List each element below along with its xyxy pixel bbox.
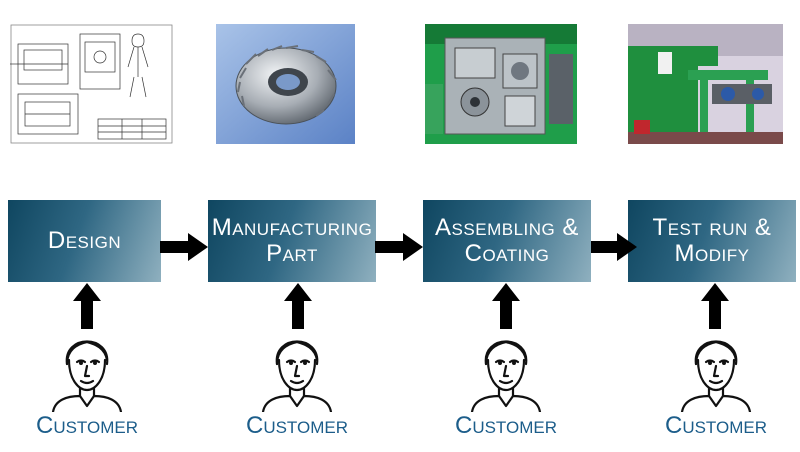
arrow-right-icon [375,233,423,261]
machine-test-run-photo [628,24,783,144]
machine-assembly-photo [425,24,577,144]
arrow-right-icon [591,233,637,261]
arrow-up-icon [701,283,729,329]
technical-drawing-photo [10,24,173,144]
stage-manufacturing-part-label: Manufacturing Part [211,214,373,267]
customer-person-icon [676,320,756,412]
stage-test-run-modify: Test run & Modify [628,200,796,282]
arrow-up-icon [492,283,520,329]
bevel-gear-photo [216,24,355,144]
stage-test-run-modify-label: Test run & Modify [652,214,772,267]
stage-assembling-coating-label: Assembling & Coating [435,214,579,267]
customer-label: Customer [454,412,558,439]
stage-design: Design [8,200,161,282]
stage-assembling-coating: Assembling & Coating [423,200,591,282]
arrow-up-icon [73,283,101,329]
customer-label: Customer [35,412,139,439]
arrow-right-icon [160,233,208,261]
customer-person-icon [466,320,546,412]
customer-label: Customer [664,412,768,439]
customer-person-icon [47,320,127,412]
customer-label: Customer [245,412,349,439]
arrow-up-icon [284,283,312,329]
stage-manufacturing-part: Manufacturing Part [208,200,376,282]
stage-design-label: Design [47,227,122,254]
customer-person-icon [257,320,337,412]
